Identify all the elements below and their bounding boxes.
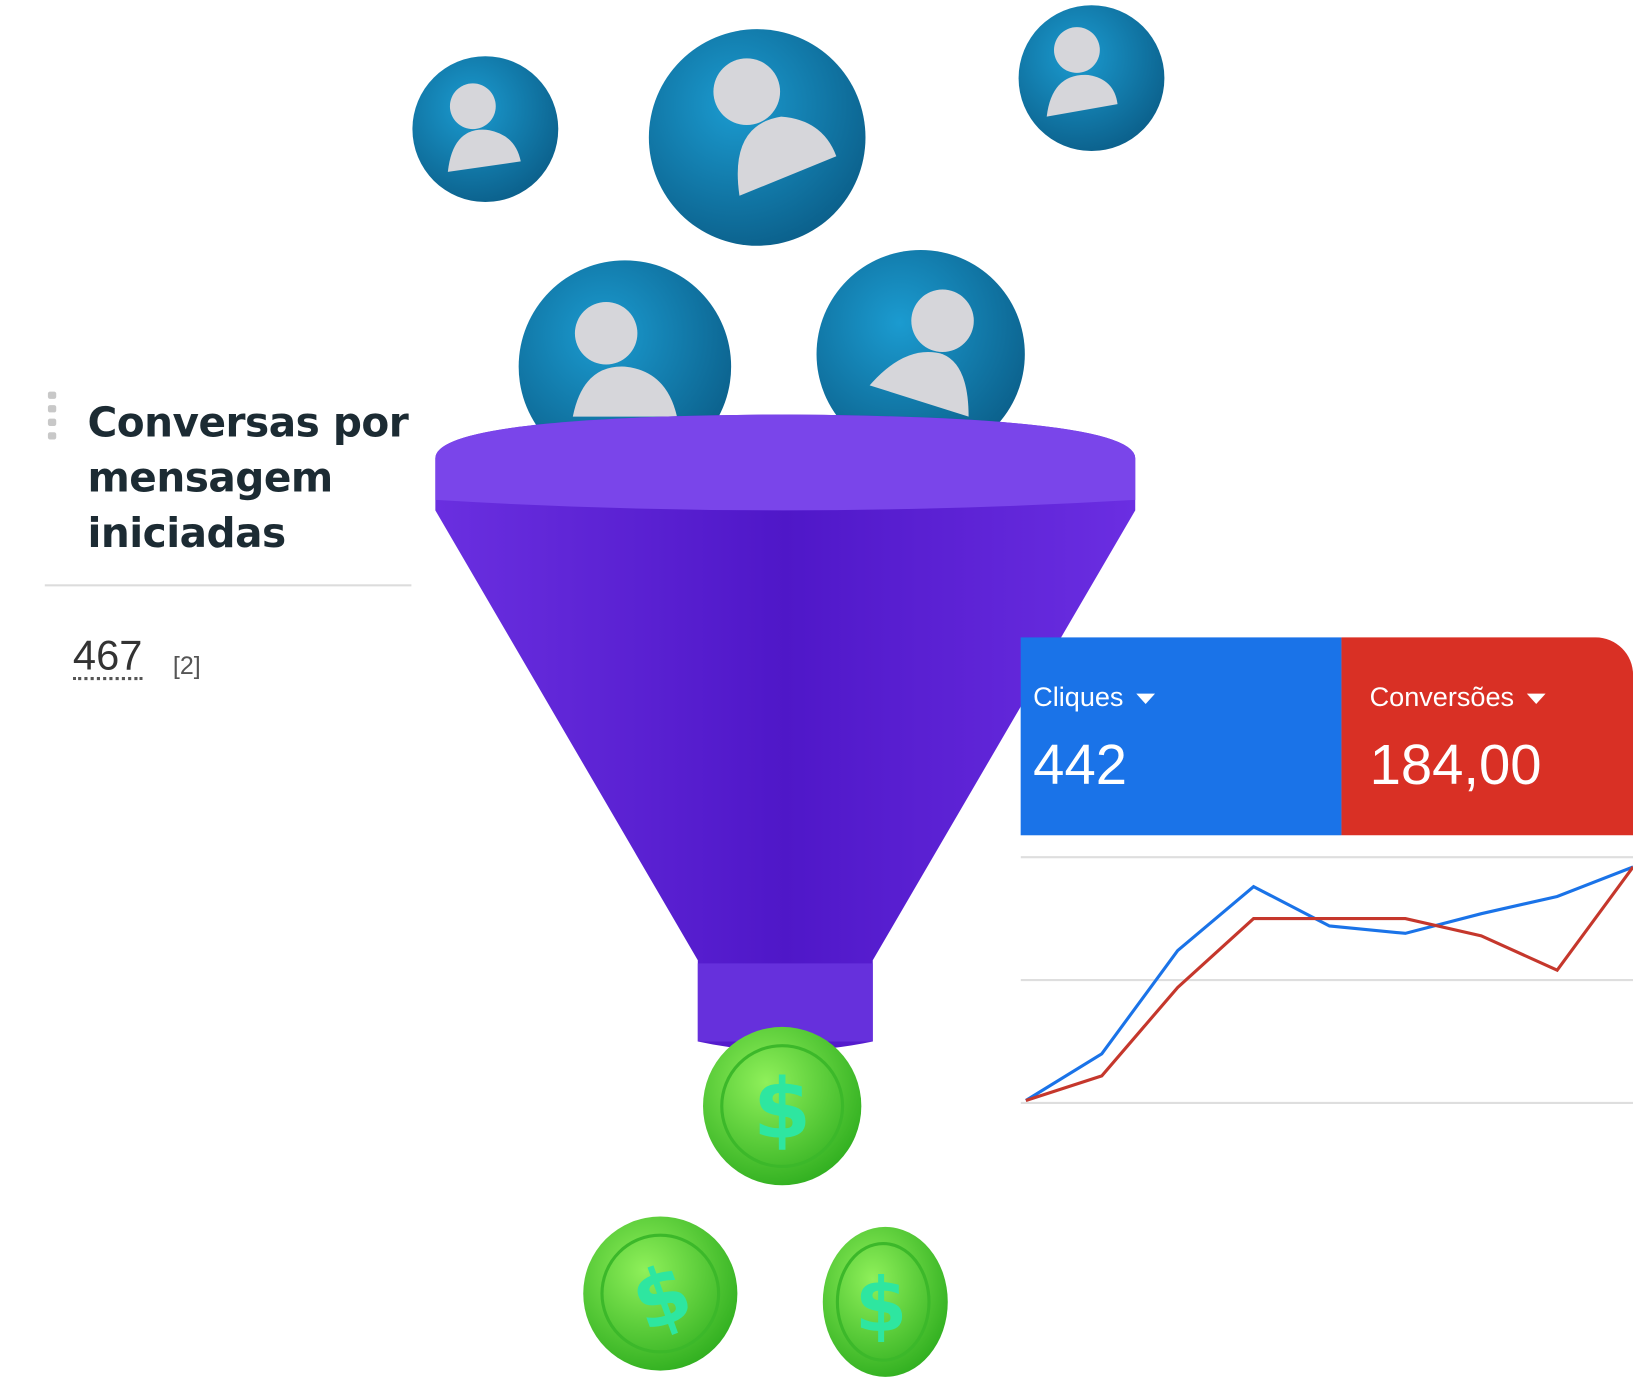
- metric-value: 184,00: [1369, 734, 1542, 797]
- dollar-coin-icon: $: [703, 1026, 862, 1186]
- user-icon: [1018, 5, 1165, 152]
- user-icon: [816, 249, 1025, 459]
- divider: [44, 584, 412, 587]
- dollar-coin-icon: $: [822, 1226, 948, 1377]
- svg-text:$: $: [855, 1261, 907, 1349]
- svg-text:$: $: [753, 1060, 811, 1157]
- metric-tab-clicks[interactable]: Cliques 442: [1020, 637, 1342, 836]
- metric-dropdown[interactable]: Conversões: [1370, 681, 1546, 713]
- title-line: mensagem: [87, 455, 333, 503]
- user-icon: [412, 56, 559, 203]
- caret-down-icon: [1135, 693, 1155, 705]
- metric-label: Conversões: [1369, 681, 1515, 713]
- line-chart: [1020, 856, 1633, 1104]
- metric-tab-conversions[interactable]: Conversões 184,00: [1341, 637, 1633, 836]
- metric-value: 442: [1033, 734, 1128, 797]
- caret-down-icon: [1526, 693, 1546, 705]
- conversations-value[interactable]: 467: [72, 633, 143, 681]
- footnote-ref[interactable]: [2]: [172, 651, 201, 681]
- series-line-cliques: [1025, 865, 1633, 1102]
- title-line: Conversas por: [87, 399, 409, 447]
- card-title: Conversas por mensagem iniciadas: [87, 396, 408, 562]
- metric-dropdown[interactable]: Cliques: [1033, 681, 1155, 713]
- drag-handle[interactable]: [47, 391, 57, 446]
- dollar-coin-icon: $: [583, 1216, 738, 1371]
- title-line: iniciadas: [87, 510, 286, 558]
- user-icon: [648, 29, 866, 246]
- metric-label: Cliques: [1033, 681, 1124, 713]
- series-line-conversões: [1025, 866, 1633, 1102]
